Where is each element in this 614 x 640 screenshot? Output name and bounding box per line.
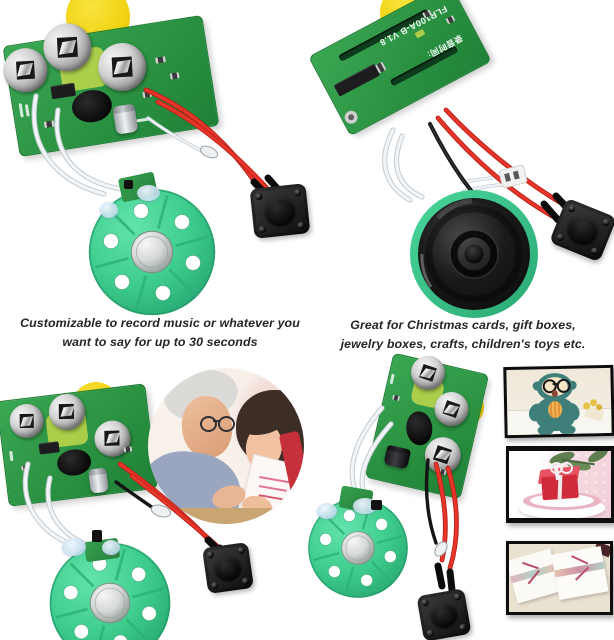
glasses-left-lens (200, 416, 217, 432)
glue-blob (100, 202, 118, 218)
caption-left-line1: Customizable to record music or whatever… (20, 316, 300, 330)
caption-right-line2: jewelry boxes, crafts, children's toys e… (340, 336, 586, 351)
red-wire (446, 466, 458, 570)
connector-slot (512, 170, 520, 180)
wires-top-left-module (31, 87, 286, 201)
clear-wire (394, 134, 424, 199)
caption-left-line2: want to say for up to 30 seconds (62, 334, 258, 349)
led-wire-black (114, 480, 155, 510)
round-speaker (408, 188, 540, 320)
ribbon-bow-loop (560, 462, 573, 474)
ribbon-cards-photo-frame (506, 541, 613, 615)
gift-box-photo (509, 451, 611, 518)
connector-wire (463, 184, 503, 192)
wire-sleeve (434, 562, 446, 590)
terminal-component (371, 500, 382, 510)
glasses-bridge (213, 420, 220, 422)
led-wire (147, 117, 203, 152)
glue-blob (317, 503, 337, 519)
record-play-button (249, 183, 311, 239)
wires-top-right-module (382, 107, 574, 224)
speaker-disc-top-left (86, 171, 218, 318)
caption-right: Great for Christmas cards, gift boxes, j… (316, 316, 610, 353)
glue-blob (102, 540, 120, 555)
clear-wire (55, 108, 136, 192)
terminal-component (124, 180, 133, 189)
glue-blob (137, 185, 160, 201)
red-wire (444, 108, 568, 208)
led-wire-black (424, 458, 438, 545)
led-bulb (434, 541, 448, 557)
red-wire (144, 88, 262, 192)
terminal-component (92, 530, 102, 542)
ribbon-cards-photo (509, 544, 610, 612)
connector-slot (504, 172, 511, 182)
glue-blob (62, 538, 86, 556)
gift-box-photo-frame (506, 446, 614, 523)
red-wire (156, 100, 276, 198)
wire-sleeve (540, 200, 562, 224)
wire-sleeve (446, 568, 456, 594)
led-bulb (200, 145, 218, 159)
clear-wire (32, 94, 106, 196)
wires-bottom-right-module (349, 405, 459, 594)
speaker-disc-bottom-left (47, 530, 173, 640)
red-wire (436, 116, 554, 218)
couple-reading-card-photo (148, 368, 304, 524)
glasses-right-lens (218, 416, 235, 432)
speaker-disc-bottom-right (306, 485, 410, 600)
led-bulb (150, 504, 172, 518)
record-play-button (416, 588, 472, 640)
caption-right-line1: Great for Christmas cards, gift boxes, (350, 318, 576, 332)
clear-wire (350, 406, 384, 494)
clear-wire (383, 128, 412, 202)
clear-wire (360, 422, 393, 496)
record-play-button (202, 542, 254, 594)
clear-wire (23, 462, 90, 552)
caption-left: Customizable to record music or whatever… (8, 314, 312, 351)
